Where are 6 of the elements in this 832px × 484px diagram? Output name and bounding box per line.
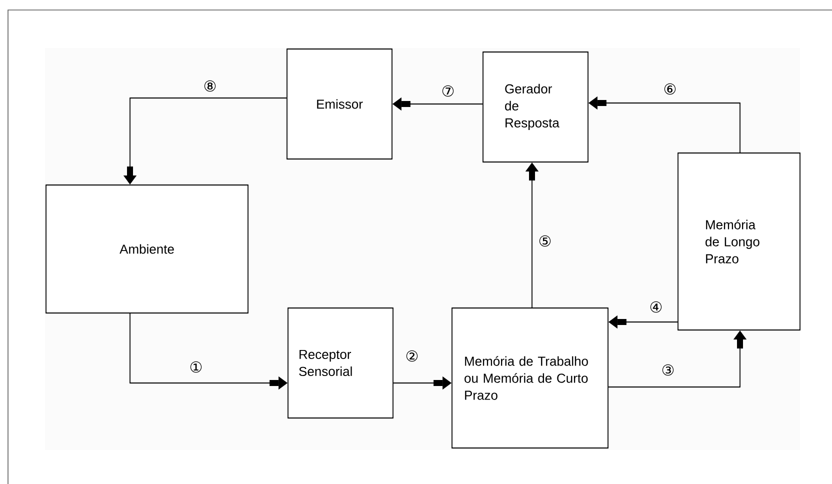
process-box: Emissor	[286, 48, 392, 160]
process-box: Gerador de Resposta	[482, 52, 588, 162]
process-box: Ambiente	[46, 184, 248, 314]
process-box: Receptor Sensorial	[288, 308, 394, 418]
process-box: Memória de Trabalho ou Memória de Curto Prazo	[452, 308, 608, 448]
process-box: Memória de Longo Prazo	[678, 152, 800, 330]
